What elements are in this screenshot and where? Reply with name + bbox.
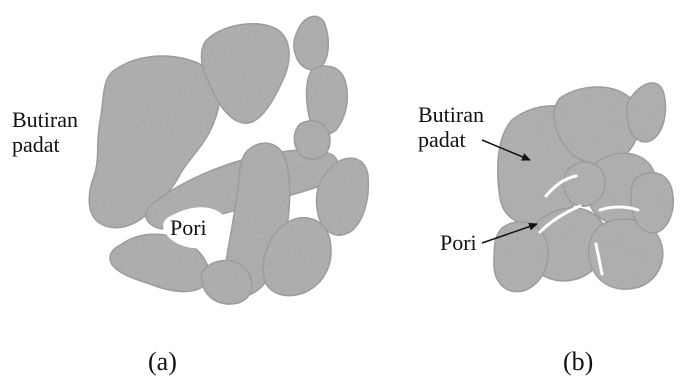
solid-grain-label-line2: padat [12, 132, 60, 157]
pore-label: Pori [170, 215, 207, 240]
solid-grain [631, 173, 673, 233]
solid-grain [201, 261, 252, 304]
pore-label: Pori [440, 230, 477, 255]
solid-grain [294, 121, 330, 159]
panel-a: Butiran padat Pori (a) [12, 16, 368, 376]
solid-grain-label-line2: padat [418, 127, 466, 152]
solid-grain-label-line1: Butiran [12, 107, 78, 132]
solid-grain [564, 162, 605, 206]
panel-b-caption: (b) [563, 347, 593, 376]
solid-grain [294, 16, 328, 69]
panel-a-caption: (a) [148, 347, 177, 376]
panel-a-grains [89, 16, 368, 304]
panel-b: Butiran padat Pori (b) [418, 83, 673, 376]
panel-b-grains [494, 83, 673, 292]
solid-grain [627, 83, 666, 142]
solid-grain-label-line1: Butiran [418, 102, 484, 127]
